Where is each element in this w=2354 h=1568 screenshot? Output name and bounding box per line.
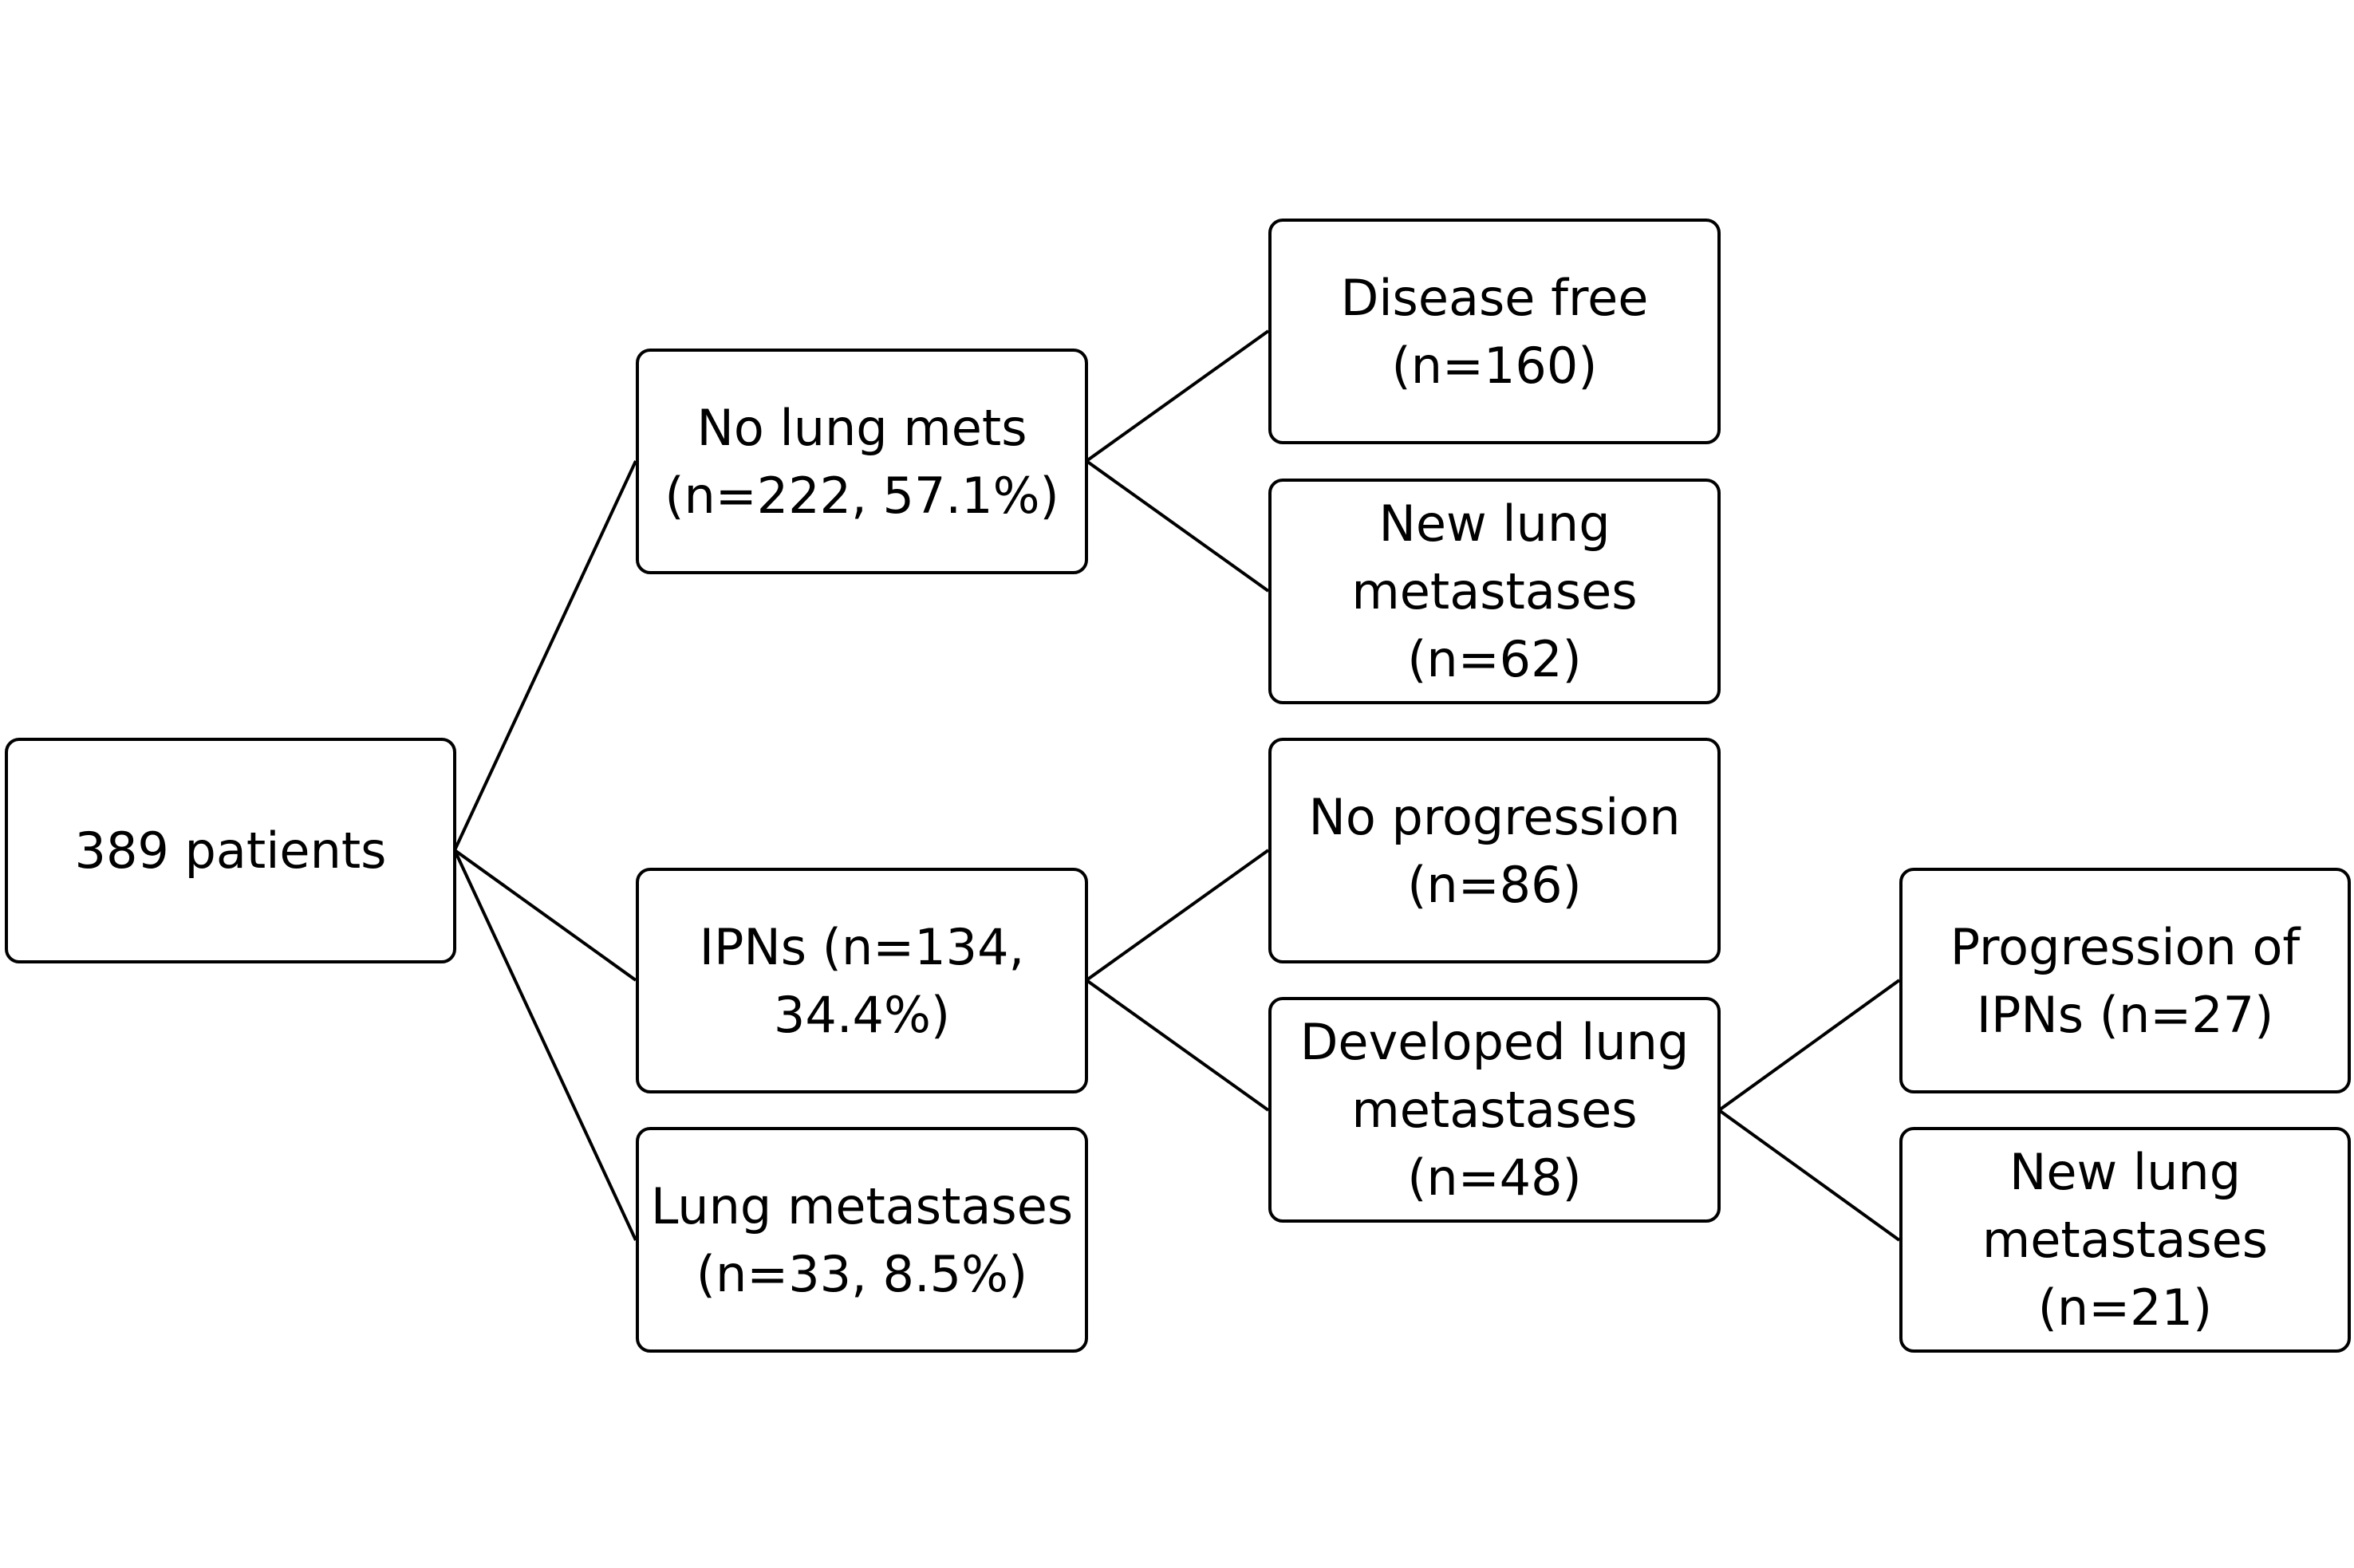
node-new-lung-metastases-b: New lung metastases (n=21) (1899, 1127, 2351, 1353)
node-text-line: New lung (1378, 494, 1611, 553)
connector-developed-to-new-lung-metastases (1717, 1109, 1901, 1242)
node-text-line: IPNs (n=134, (699, 917, 1025, 976)
connector-no-lung-mets-to-new-lung-metastases (1085, 459, 1270, 593)
node-text-line: (n=33, 8.5%) (696, 1244, 1028, 1303)
node-text-line: No lung mets (696, 398, 1027, 457)
node-text-line: metastases (1351, 562, 1638, 621)
node-text-line: Developed lung (1299, 1013, 1690, 1071)
node-no-progression: No progression (n=86) (1268, 738, 1721, 963)
connector-root-to-ipns (453, 849, 637, 982)
node-text-line: Lung metastases (650, 1176, 1074, 1235)
root-node-389-patients: 389 patients (5, 738, 456, 963)
node-text-line: metastases (1981, 1211, 2269, 1269)
node-ipns: IPNs (n=134, 34.4%) (636, 868, 1088, 1093)
node-text-line: (n=160) (1391, 336, 1598, 395)
node-new-lung-metastases-a: New lung metastases (n=62) (1268, 479, 1721, 704)
node-text-line: IPNs (n=27) (1976, 985, 2274, 1044)
connector-root-to-lung-metastases (453, 849, 637, 1241)
node-text-line: No progression (1308, 787, 1681, 846)
node-text-line: (n=222, 57.1%) (664, 466, 1059, 525)
node-lung-metastases: Lung metastases (n=33, 8.5%) (636, 1127, 1088, 1353)
node-text-line: (n=62) (1407, 630, 1582, 688)
connector-root-to-no-lung-mets (453, 460, 637, 851)
node-text-line: Disease free (1340, 268, 1649, 327)
node-text-line: 389 patients (74, 821, 387, 880)
connector-ipns-to-no-progression (1085, 849, 1270, 982)
node-text-line: New lung (2009, 1143, 2242, 1201)
node-text-line: metastases (1351, 1081, 1638, 1139)
node-no-lung-mets: No lung mets (n=222, 57.1%) (636, 349, 1088, 574)
node-progression-of-ipns: Progression of IPNs (n=27) (1899, 868, 2351, 1093)
node-text-line: (n=21) (2037, 1278, 2213, 1337)
node-developed-lung-metastases: Developed lung metastases (n=48) (1268, 997, 1721, 1223)
node-text-line: Progression of (1950, 917, 2301, 976)
node-text-line: (n=86) (1407, 855, 1582, 914)
connector-ipns-to-developed-lung-metastases (1085, 979, 1270, 1112)
node-text-line: (n=48) (1407, 1148, 1582, 1207)
node-disease-free: Disease free (n=160) (1268, 219, 1721, 444)
connector-developed-to-progression-of-ipns (1717, 979, 1901, 1112)
connector-no-lung-mets-to-disease-free (1085, 329, 1270, 463)
node-text-line: 34.4%) (773, 985, 951, 1044)
